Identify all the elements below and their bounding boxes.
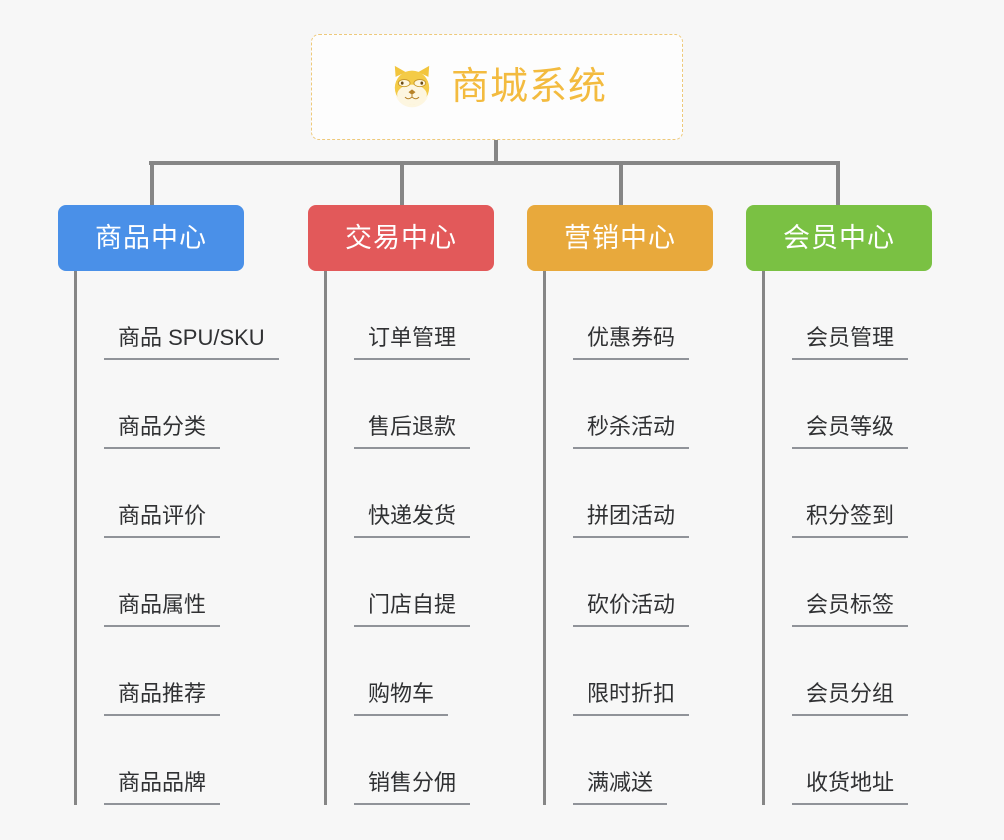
category-label: 营销中心 xyxy=(564,222,676,253)
leaf-item[interactable]: 门店自提 xyxy=(324,538,471,627)
leaf-item-label: 售后退款 xyxy=(354,416,471,449)
leaf-item[interactable]: 商品评价 xyxy=(74,449,279,538)
leaf-item[interactable]: 销售分佣 xyxy=(324,716,471,805)
leaf-column-3: 优惠券码秒杀活动拼团活动砍价活动限时折扣满减送 xyxy=(543,271,690,805)
leaf-item-label: 商品品牌 xyxy=(104,772,221,805)
category-box-2[interactable]: 交易中心 xyxy=(308,205,494,271)
connector-drop-3 xyxy=(619,161,623,205)
leaf-item[interactable]: 会员等级 xyxy=(762,360,909,449)
leaf-item[interactable]: 售后退款 xyxy=(324,360,471,449)
connector-drop-2 xyxy=(400,161,404,205)
leaf-item-label: 门店自提 xyxy=(354,594,471,627)
leaf-item[interactable]: 积分签到 xyxy=(762,449,909,538)
leaf-item-label: 积分签到 xyxy=(792,505,909,538)
leaf-column-1: 商品 SPU/SKU 商品分类商品评价商品属性商品推荐商品品牌 xyxy=(74,271,279,805)
leaf-item-label: 拼团活动 xyxy=(573,505,690,538)
leaf-item-label: 商品属性 xyxy=(104,594,221,627)
leaf-item[interactable]: 限时折扣 xyxy=(543,627,690,716)
leaf-spine xyxy=(762,271,765,805)
leaf-spine xyxy=(543,271,546,805)
leaf-item[interactable]: 会员管理 xyxy=(762,271,909,360)
connector-drop-4 xyxy=(836,161,840,205)
connector-drop-1 xyxy=(150,161,154,205)
leaf-item[interactable]: 优惠券码 xyxy=(543,271,690,360)
leaf-item[interactable]: 秒杀活动 xyxy=(543,360,690,449)
leaf-item[interactable]: 商品品牌 xyxy=(74,716,279,805)
leaf-item[interactable]: 商品属性 xyxy=(74,538,279,627)
category-label: 商品中心 xyxy=(95,222,207,253)
shiba-dog-icon xyxy=(387,62,437,112)
leaf-item-label: 满减送 xyxy=(573,772,668,805)
category-label: 会员中心 xyxy=(783,222,895,253)
leaf-item-label: 订单管理 xyxy=(354,327,471,360)
leaf-item-label: 砍价活动 xyxy=(573,594,690,627)
leaf-item-label: 会员标签 xyxy=(792,594,909,627)
leaf-item-label: 优惠券码 xyxy=(573,327,690,360)
leaf-spine xyxy=(324,271,327,805)
leaf-item[interactable]: 商品分类 xyxy=(74,360,279,449)
leaf-item-label: 会员管理 xyxy=(792,327,909,360)
connector-horizontal-bus xyxy=(149,161,839,165)
leaf-item-label: 收货地址 xyxy=(792,772,909,805)
category-box-3[interactable]: 营销中心 xyxy=(527,205,713,271)
connector-root-stem xyxy=(494,140,498,164)
leaf-item-label: 销售分佣 xyxy=(354,772,471,805)
leaf-item[interactable]: 商品 SPU/SKU xyxy=(74,271,279,360)
root-title: 商城系统 xyxy=(450,66,607,108)
leaf-item[interactable]: 购物车 xyxy=(324,627,470,716)
leaf-item[interactable]: 会员分组 xyxy=(762,627,909,716)
leaf-item[interactable]: 拼团活动 xyxy=(543,449,690,538)
leaf-item-label: 购物车 xyxy=(354,683,449,716)
leaf-item-label: 商品推荐 xyxy=(104,683,221,716)
leaf-item[interactable]: 商品推荐 xyxy=(74,627,279,716)
leaf-item-label: 秒杀活动 xyxy=(573,416,690,449)
root-node[interactable]: 商城系统 xyxy=(311,34,683,140)
leaf-item[interactable]: 会员标签 xyxy=(762,538,909,627)
leaf-item-label: 快递发货 xyxy=(354,505,471,538)
leaf-item-label: 限时折扣 xyxy=(573,683,690,716)
leaf-column-4: 会员管理会员等级积分签到会员标签会员分组收货地址 xyxy=(762,271,909,805)
leaf-column-2: 订单管理售后退款快递发货门店自提购物车销售分佣 xyxy=(324,271,471,805)
leaf-item-label: 商品评价 xyxy=(104,505,221,538)
leaf-item-label: 商品 SPU/SKU xyxy=(104,327,279,360)
category-box-1[interactable]: 商品中心 xyxy=(58,205,244,271)
leaf-item[interactable]: 订单管理 xyxy=(324,271,471,360)
leaf-item[interactable]: 砍价活动 xyxy=(543,538,690,627)
leaf-spine xyxy=(74,271,77,805)
leaf-item-label: 会员分组 xyxy=(792,683,909,716)
leaf-item-label: 会员等级 xyxy=(792,416,909,449)
leaf-item[interactable]: 满减送 xyxy=(543,716,689,805)
leaf-item[interactable]: 收货地址 xyxy=(762,716,909,805)
category-box-4[interactable]: 会员中心 xyxy=(746,205,932,271)
leaf-item-label: 商品分类 xyxy=(104,416,221,449)
category-label: 交易中心 xyxy=(345,222,457,253)
leaf-item[interactable]: 快递发货 xyxy=(324,449,471,538)
